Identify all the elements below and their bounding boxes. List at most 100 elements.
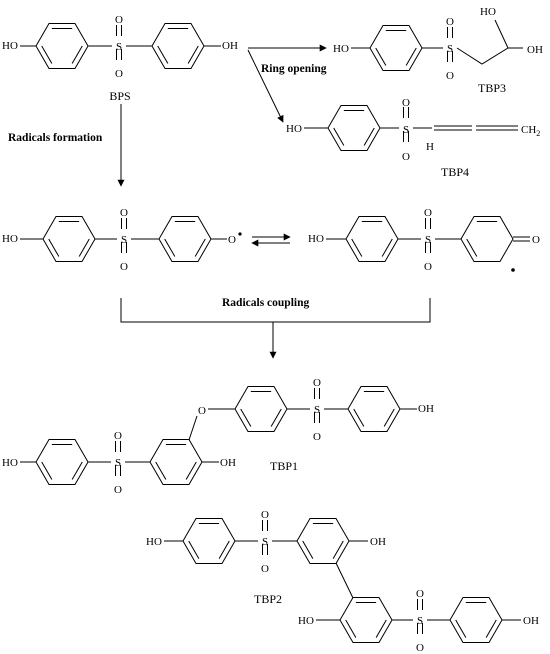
tbp1-oxygen-upper-bottom: O xyxy=(313,431,321,443)
tbp3-oxygen-bottom: O xyxy=(446,70,454,82)
radicals-formation-label: Radicals formation xyxy=(8,132,103,144)
tbp2-ring-a xyxy=(182,517,236,565)
tbp2-sulfur-upper: S xyxy=(262,536,268,548)
tbp1-ring-d xyxy=(347,385,401,433)
phenoxy-sulfur: S xyxy=(121,234,127,246)
carbon-radical-sulfur: S xyxy=(425,234,431,246)
tbp2-ring-d xyxy=(449,596,503,644)
coupling-bracket xyxy=(120,298,431,323)
tbp4-ring xyxy=(327,104,381,152)
carbon-radical-oxygen-top: O xyxy=(424,207,432,219)
tbp3-label: TBP3 xyxy=(478,81,506,95)
bps-oxygen-bottom: O xyxy=(115,68,123,80)
tbp2-sulfur-lower: S xyxy=(417,615,423,627)
tbp2-ring-a-double-bond xyxy=(218,540,230,559)
phenoxy-radical-oxygen: O xyxy=(228,234,236,246)
tbp2-ring-a-double-bond xyxy=(188,540,200,559)
tbp4-hydrogen: H xyxy=(426,141,434,153)
tbp1-ring-a xyxy=(35,438,89,486)
tbp1-hydroxyl-left: HO xyxy=(2,457,18,469)
bps-oxygen-top: O xyxy=(115,14,123,26)
bps-hydroxyl-left: HO xyxy=(2,40,18,52)
tbp1-ether-bond xyxy=(188,415,198,441)
tbp4-methylene-base: CH xyxy=(521,124,536,136)
tbp2-ring-c xyxy=(339,596,393,644)
radicals-coupling-label: Radicals coupling xyxy=(222,297,309,309)
tbp4-methylene-subscript: 2 xyxy=(536,129,540,138)
tbp2-oxygen-lower-bottom: O xyxy=(416,642,424,654)
phenoxy-oxygen-top: O xyxy=(120,207,128,219)
tbp2-oxygen-upper-top: O xyxy=(261,509,269,521)
tbp3-ring-double-bond xyxy=(405,47,417,66)
tbp4-ring-double-bond xyxy=(363,127,375,146)
tbp1-ring-c-double-bond xyxy=(270,408,282,427)
tbp4-ring-double-bond xyxy=(333,127,345,146)
carbon-radical-dot xyxy=(511,268,515,272)
carbon-radical-ring-left-double-bond xyxy=(351,238,363,257)
tbp1-ring-a-double-bond xyxy=(71,461,83,480)
bps-hydroxyl-right: OH xyxy=(222,40,238,52)
phenoxy-hydroxyl: HO xyxy=(2,233,18,245)
tbp4-hydroxyl-left: HO xyxy=(286,123,302,135)
tbp1-sulfur-lower: S xyxy=(115,457,121,469)
bps-sulfur: S xyxy=(116,41,122,53)
tbp2-hydroxyl-left: HO xyxy=(146,536,162,548)
tbp1-oxygen-lower-top: O xyxy=(114,430,122,442)
tbp1-ring-b xyxy=(149,438,203,486)
tbp1-ring-d-double-bond xyxy=(383,408,395,427)
carbon-radical-ring-left-double-bond xyxy=(381,238,393,257)
bps-ring-left-double-bond xyxy=(71,45,83,64)
tbp2-ring-b xyxy=(296,517,350,565)
bps-ring-right-double-bond xyxy=(187,45,199,64)
bond-lines xyxy=(20,19,530,644)
carbonyl-oxygen: O xyxy=(532,234,540,246)
tbp2-hydroxyl-upper: OH xyxy=(370,536,386,548)
tbp2-ring-d-double-bond xyxy=(455,619,467,638)
tbp1-ring-b-double-bond xyxy=(185,461,197,480)
carbon-radical-oxygen-bottom: O xyxy=(424,261,432,273)
tbp3-hydroxyl-left: HO xyxy=(333,43,349,55)
tbp1-hydroxyl-right: OH xyxy=(418,403,434,415)
tbp3-hydroxyl-end: OH xyxy=(527,44,543,56)
tbp2-oxygen-lower-top: O xyxy=(416,588,424,600)
tbp1-ring-a-double-bond xyxy=(41,461,53,480)
phenoxy-ring-left xyxy=(42,215,96,263)
bps-ring-right xyxy=(151,22,205,70)
tbp2-ring-b-double-bond xyxy=(332,540,344,559)
tbp4-methylene: CH2 xyxy=(521,124,540,138)
tbp1-oxygen-lower-bottom: O xyxy=(114,484,122,496)
carbon-radical-ring-double-bond xyxy=(466,238,478,257)
bps-ring-left xyxy=(35,22,89,70)
bps-ring-left-double-bond xyxy=(41,45,53,64)
carbon-radical-hydroxyl: HO xyxy=(308,233,324,245)
tbp3-sulfur: S xyxy=(447,43,453,55)
tbp1-oxygen-upper-top: O xyxy=(313,377,321,389)
tbp2-ring-c-double-bond xyxy=(345,619,357,638)
tbp1-ring-c xyxy=(234,385,288,433)
tbp2-ring-c-double-bond xyxy=(375,619,387,638)
tbp3-chain-bond xyxy=(456,47,523,65)
tbp1-hydroxyl-middle: OH xyxy=(220,457,236,469)
tbp3-ring-double-bond xyxy=(375,47,387,66)
tbp1-ring-d-double-bond xyxy=(353,408,365,427)
tbp4-label: TBP4 xyxy=(441,165,469,179)
phenoxy-oxygen-bottom: O xyxy=(120,261,128,273)
bps-label: BPS xyxy=(109,89,130,103)
tbp3-hydroxyl-top: HO xyxy=(480,6,496,18)
phenoxy-ring-right-double-bond xyxy=(164,238,176,257)
ring-opening-label: Ring opening xyxy=(261,63,327,75)
phenoxy-ring-left-double-bond xyxy=(78,238,90,257)
tbp1-ring-c-double-bond xyxy=(240,408,252,427)
phenoxy-ring-right xyxy=(158,215,212,263)
phenoxy-ring-right-double-bond xyxy=(194,238,206,257)
carbon-radical-ring-left xyxy=(345,215,399,263)
tbp3-chain-bond xyxy=(494,19,509,49)
bps-ring-right-double-bond xyxy=(157,45,169,64)
tbp3-ring xyxy=(369,24,423,72)
tbp2-hydroxyl-lower: HO xyxy=(298,615,314,627)
tbp1-sulfur-upper: S xyxy=(314,404,320,416)
tbp2-ring-b-double-bond xyxy=(302,540,314,559)
tbp4-sulfur: S xyxy=(403,124,409,136)
tbp4-oxygen-top: O xyxy=(402,97,410,109)
tbp2-ring-d-double-bond xyxy=(485,619,497,638)
